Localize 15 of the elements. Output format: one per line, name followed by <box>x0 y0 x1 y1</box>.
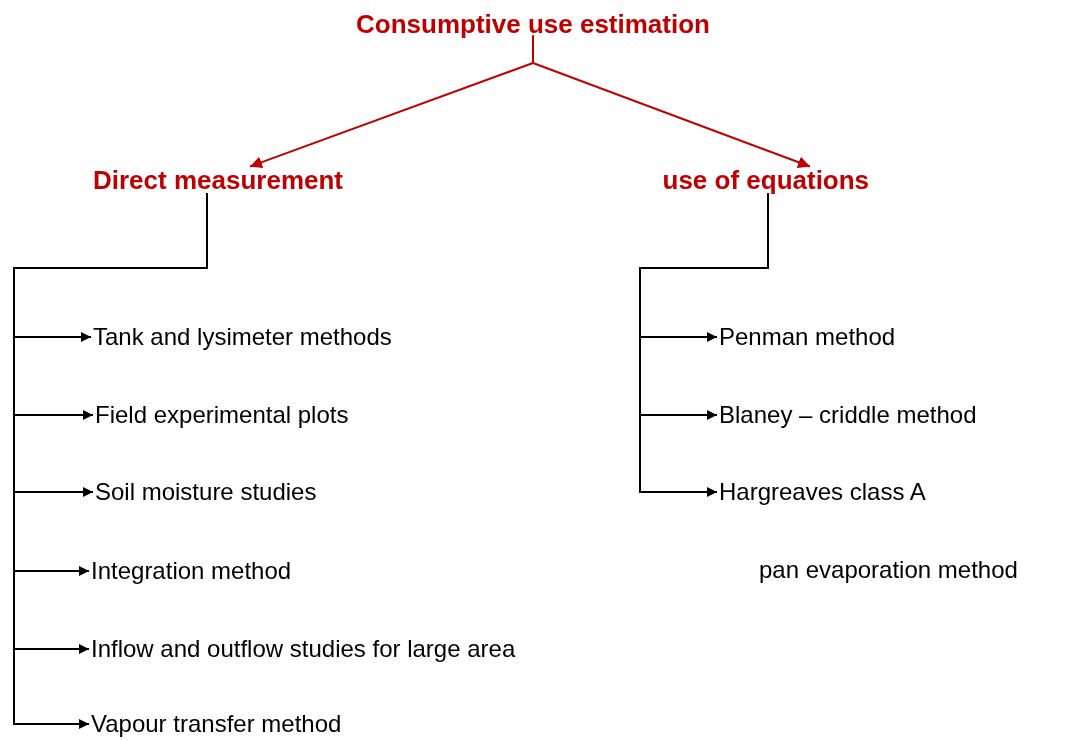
connector-arrow <box>639 192 769 497</box>
method-label: Inflow and outflow studies for large area <box>91 635 516 663</box>
method-label: Field experimental plots <box>95 401 349 429</box>
method-label: Vapour transfer method <box>91 710 342 738</box>
title-text: Consumptive use estimation <box>356 8 710 40</box>
branch-heading: use of equations <box>662 164 870 196</box>
method-label: Tank and lysimeter methods <box>93 323 392 351</box>
method-label: Hargreaves class A <box>719 478 926 506</box>
method-label-continuation: pan evaporation method <box>759 556 1018 584</box>
method-label: Integration method <box>91 557 292 585</box>
method-label: Penman method <box>719 323 896 351</box>
method-label: Soil moisture studies <box>95 478 317 506</box>
branch-arrow <box>532 34 811 168</box>
method-label: Blaney – criddle method <box>719 401 977 429</box>
branch-heading: Direct measurement <box>93 164 343 196</box>
